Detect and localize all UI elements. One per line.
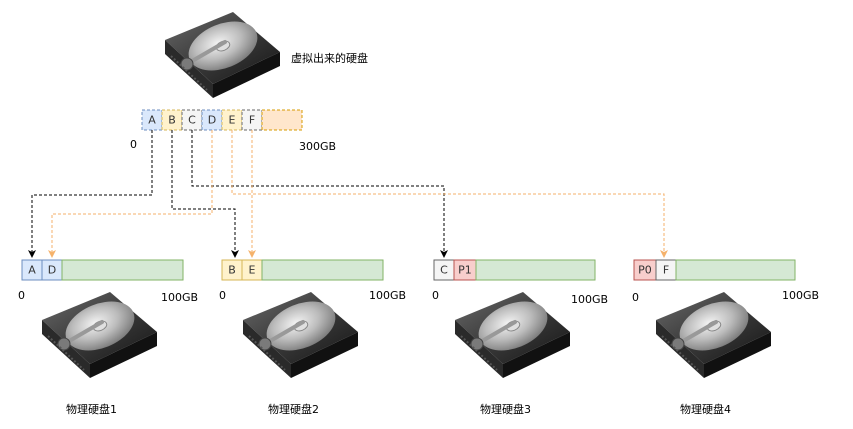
disk1-start-label: 0 [18,289,25,302]
physical-disk-1-bar: A D [21,259,184,281]
physical-disk-2-icon [241,290,360,380]
virtual-block-c: C [188,114,196,127]
disk2-end-label: 100GB [369,289,406,302]
physical-disk-3-icon [453,290,572,380]
virtual-block-d: D [208,114,216,127]
disk4-block-p0: P0 [638,264,652,277]
arrow-c [191,130,448,258]
virtual-disk-label: 虚拟出来的硬盘 [291,51,368,65]
disk2-block-b: B [228,264,236,277]
virtual-block-a: A [148,114,156,127]
virtual-end-label: 300GB [299,140,336,153]
disk1-end-label: 100GB [161,291,198,304]
physical-disk-4-bar: P0 F [633,259,796,281]
physical-disk-4-icon [654,290,773,380]
physical-disk-3-bar: C P1 [433,259,596,281]
arrow-d [48,130,213,258]
disk4-label: 物理硬盘4 [680,402,731,416]
disk3-block-c: C [440,264,448,277]
disk3-block-p1: P1 [458,264,472,277]
virtual-start-label: 0 [130,138,137,151]
disk3-end-label: 100GB [571,293,608,306]
disk4-end-label: 100GB [782,289,819,302]
arrow-b [171,130,239,258]
arrow-a [28,130,153,258]
virtual-block-b: B [168,114,176,127]
virtual-block-f: F [249,114,255,127]
disk4-block-f: F [663,264,669,277]
physical-disk-1-icon [40,290,159,380]
disk1-block-d: D [48,264,56,277]
virtual-block-e: E [229,114,236,127]
disk3-start-label: 0 [432,289,439,302]
disk2-block-e: E [249,264,256,277]
disk1-label: 物理硬盘1 [66,402,117,416]
arrow-e [231,130,256,258]
arrow-f [251,130,668,258]
orange-arrows [48,130,668,258]
virtual-disk-icon [163,10,282,100]
physical-disk-2-bar: B E [221,259,384,281]
black-arrows [28,130,448,258]
disk2-label: 物理硬盘2 [268,402,319,416]
disk3-label: 物理硬盘3 [480,402,531,416]
disk1-block-a: A [28,264,36,277]
disk2-start-label: 0 [219,289,226,302]
disk4-start-label: 0 [632,291,639,304]
virtual-disk-bar: A B C D E F [141,109,303,131]
